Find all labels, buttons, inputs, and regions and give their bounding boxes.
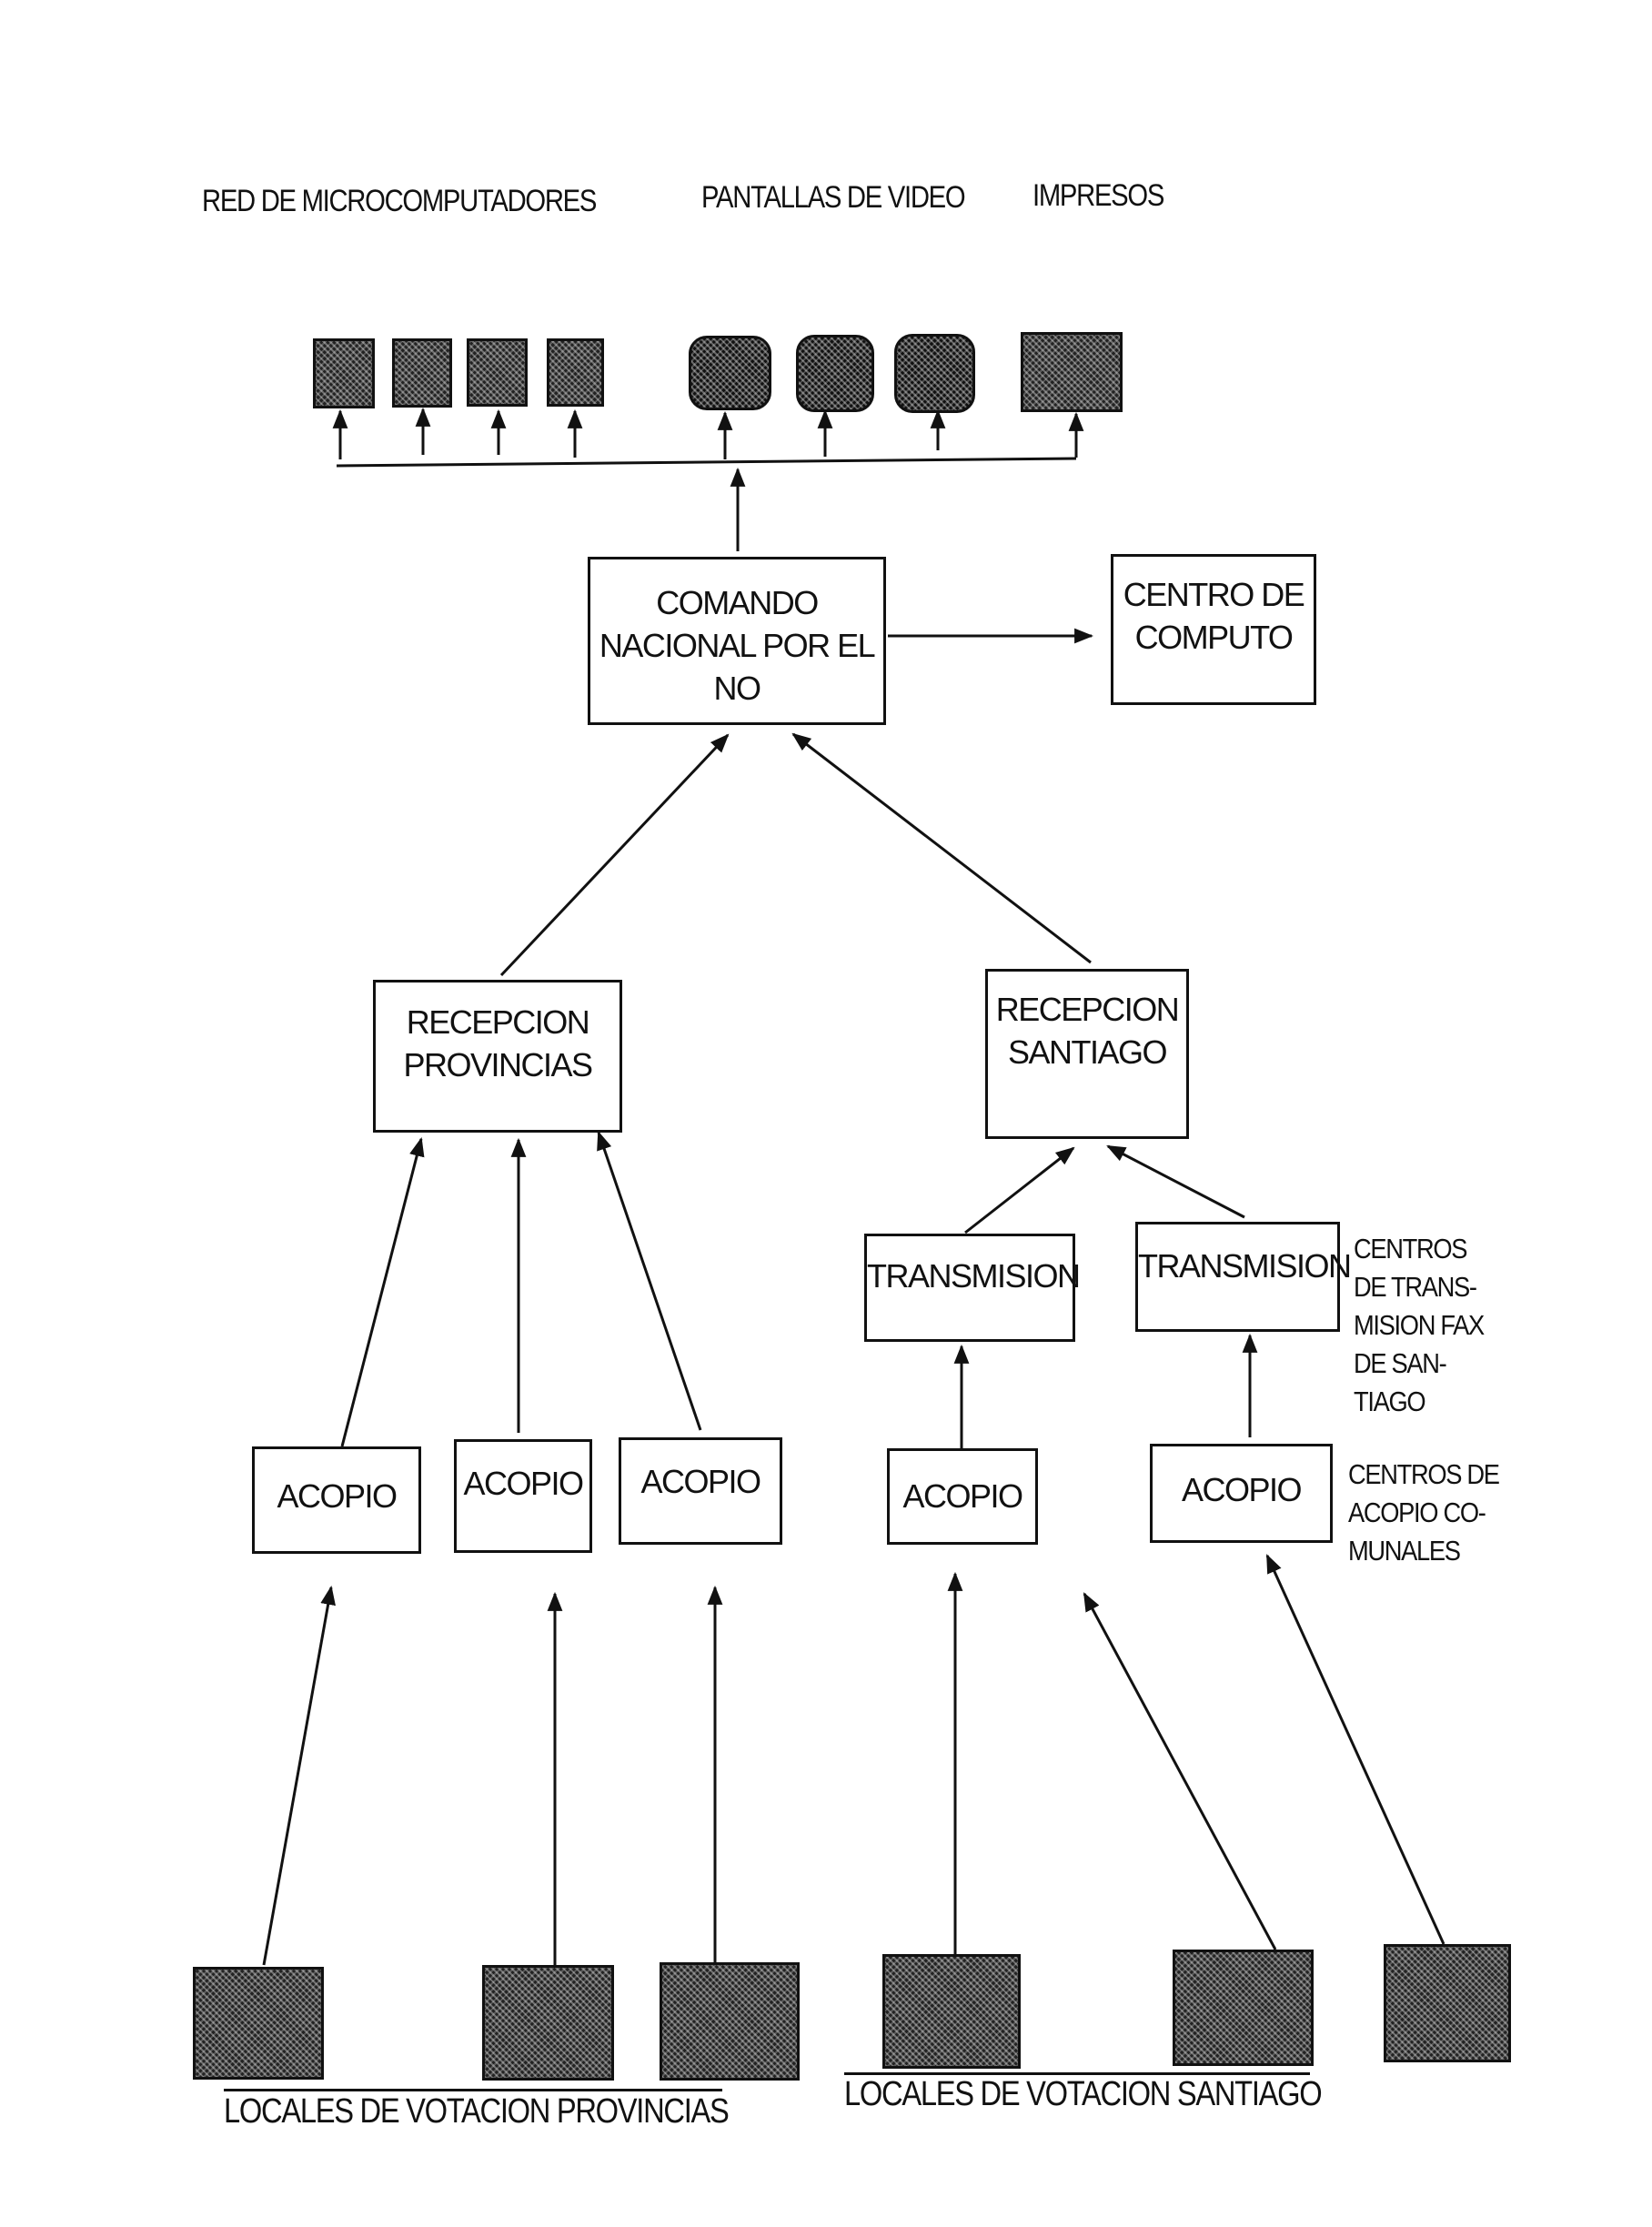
- label-microcomputer-network: RED DE MICROCOMPUTADORES: [202, 184, 597, 218]
- arrow-provincias-to-comando: [499, 733, 730, 977]
- video-screen-icon: [894, 334, 975, 413]
- node-acopio-1: ACOPIO: [252, 1446, 421, 1554]
- microcomputer-icon: [547, 338, 604, 407]
- node-transmision-2: TRANSMISION: [1135, 1222, 1352, 1332]
- polling-place-provincias-2: [482, 1965, 614, 2081]
- video-screen-icon: [689, 336, 771, 410]
- arrow-transmision2-to-santiago: [1106, 1144, 1245, 1219]
- node-acopio-2-label: ACOPIO: [463, 1465, 584, 1502]
- polling-place-santiago-1: [882, 1954, 1021, 2069]
- microcomputer-icon: [467, 338, 528, 407]
- node-acopio-1-label: ACOPIO: [277, 1477, 398, 1515]
- annotation-centros-transmision: CENTROS DE TRANS- MISION FAX DE SAN- TIA…: [1354, 1233, 1485, 1417]
- node-transmision-2-label: TRANSMISION: [1138, 1247, 1352, 1285]
- node-recepcion-santiago-label: RECEPCION SANTIAGO: [995, 991, 1180, 1071]
- node-acopio-3-label: ACOPIO: [640, 1463, 761, 1500]
- arrow-transmision1-to-santiago: [964, 1146, 1075, 1234]
- microcomputer-icon: [313, 338, 375, 408]
- arrow-acopio1-to-provincias: [340, 1136, 425, 1447]
- polling-place-provincias-1: [193, 1967, 324, 2080]
- node-centro-computo-label: CENTRO DE COMPUTO: [1123, 576, 1305, 656]
- polling-place-provincias-3: [660, 1962, 800, 2081]
- label-printouts: IMPRESOS: [1032, 178, 1164, 213]
- underline-santiago: [844, 2072, 1310, 2075]
- node-acopio-3: ACOPIO: [619, 1437, 782, 1545]
- underline-provincias: [224, 2089, 722, 2091]
- node-acopio-4-label: ACOPIO: [902, 1477, 1023, 1515]
- node-recepcion-provincias-label: RECEPCION PROVINCIAS: [403, 1003, 593, 1083]
- node-centro-computo: CENTRO DE COMPUTO: [1111, 554, 1316, 705]
- polling-place-santiago-3: [1384, 1944, 1511, 2062]
- node-recepcion-santiago: RECEPCION SANTIAGO: [985, 969, 1189, 1139]
- polling-place-santiago-2: [1173, 1950, 1314, 2066]
- arrow-santiago-to-comando: [791, 732, 1092, 964]
- node-acopio-5: ACOPIO: [1150, 1444, 1333, 1543]
- node-acopio-4: ACOPIO: [887, 1448, 1038, 1545]
- label-locales-santiago: LOCALES DE VOTACION SANTIAGO: [844, 2075, 1323, 2113]
- node-comando-nacional: COMANDO NACIONAL POR EL NO: [588, 557, 886, 725]
- node-recepcion-provincias: RECEPCION PROVINCIAS: [373, 980, 622, 1133]
- arrow-acopio3-to-provincias: [597, 1131, 702, 1431]
- printout-icon: [1021, 332, 1123, 412]
- node-acopio-2: ACOPIO: [454, 1439, 592, 1553]
- arrow-local-stgo2-to-acopio4: [1083, 1592, 1277, 1950]
- arrow-local-prov1-to-acopio1: [262, 1585, 336, 1966]
- node-comando-label: COMANDO NACIONAL POR EL NO: [599, 584, 876, 707]
- node-transmision-1: TRANSMISION: [864, 1234, 1081, 1342]
- arrow-local-stgo3-to-acopio5: [1265, 1554, 1446, 1945]
- distribution-bus: [336, 457, 1077, 468]
- video-screen-icon: [796, 335, 874, 412]
- label-video-screens: PANTALLAS DE VIDEO: [701, 180, 966, 215]
- annotation-centros-acopio: CENTROS DE ACOPIO CO- MUNALES: [1348, 1458, 1500, 1567]
- node-acopio-5-label: ACOPIO: [1181, 1471, 1303, 1508]
- label-locales-provincias: LOCALES DE VOTACION PROVINCIAS: [224, 2092, 730, 2131]
- node-transmision-1-label: TRANSMISION: [867, 1257, 1081, 1295]
- microcomputer-icon: [392, 338, 452, 408]
